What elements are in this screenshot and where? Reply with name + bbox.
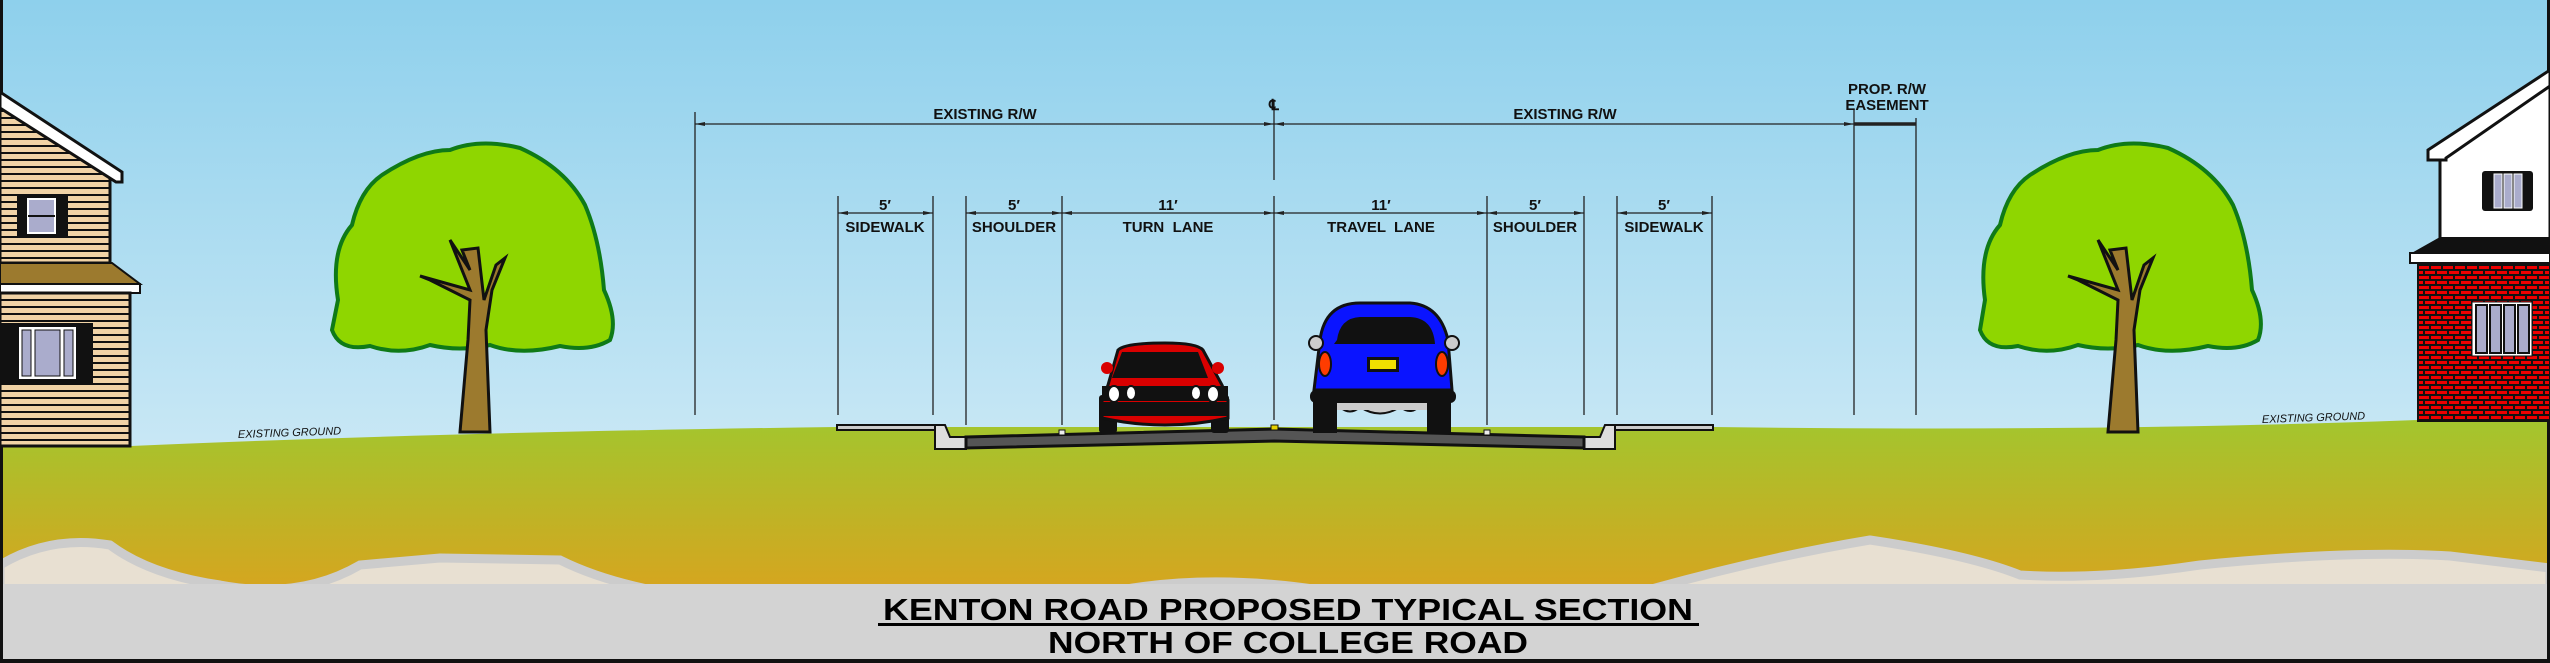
travel-lane-width: 11′ <box>1371 197 1391 214</box>
left-house <box>0 90 143 448</box>
roadway <box>836 424 1714 450</box>
existing-rw-left-label: EXISTING R/W <box>933 106 1037 123</box>
title-line-2: NORTH OF COLLEGE ROAD <box>1048 625 1528 660</box>
blue-car <box>1308 301 1460 433</box>
turn-lane-width: 11′ <box>1158 197 1178 214</box>
travel-lane-label: TRAVEL LANE <box>1327 219 1435 236</box>
title-underline <box>878 623 1699 626</box>
sidewalk-left-label: SIDEWALK <box>845 219 924 236</box>
centerline-symbol: ℄ <box>1268 97 1279 114</box>
dimension-arrows <box>695 122 1854 215</box>
sidewalk-right <box>1614 424 1714 431</box>
shoulder-left-label: SHOULDER <box>972 219 1056 236</box>
dimension-labels: EXISTING R/W ℄ EXISTING R/W PROP. R/W EA… <box>845 81 1928 236</box>
turn-lane-label: TURN LANE <box>1123 219 1214 236</box>
shoulder-left-width: 5′ <box>1008 197 1020 214</box>
red-car <box>1099 341 1230 433</box>
sidewalk-right-label: SIDEWALK <box>1624 219 1703 236</box>
shoulder-right-width: 5′ <box>1529 197 1541 214</box>
sidewalk-left <box>836 424 936 431</box>
right-tree <box>1977 141 2263 434</box>
title-line-1: KENTON ROAD PROPOSED TYPICAL SECTION <box>883 592 1693 627</box>
existing-rw-right-label: EXISTING R/W <box>1513 106 1617 123</box>
sidewalk-right-width: 5′ <box>1658 197 1670 214</box>
frame-bottom <box>0 659 2550 663</box>
existing-ground-label-right: EXISTING GROUND <box>2262 410 2366 426</box>
prop-rw-label: PROP. R/W <box>1848 81 1927 98</box>
easement-label: EASEMENT <box>1845 97 1928 114</box>
sidewalk-left-width: 5′ <box>879 197 891 214</box>
shoulder-right-label: SHOULDER <box>1493 219 1577 236</box>
right-house <box>2409 68 2550 422</box>
extension-lines <box>694 100 1917 425</box>
existing-ground-label-left: EXISTING GROUND <box>238 425 342 441</box>
left-tree <box>329 141 615 434</box>
drawing-title: KENTON ROAD PROPOSED TYPICAL SECTION NOR… <box>878 592 1699 660</box>
